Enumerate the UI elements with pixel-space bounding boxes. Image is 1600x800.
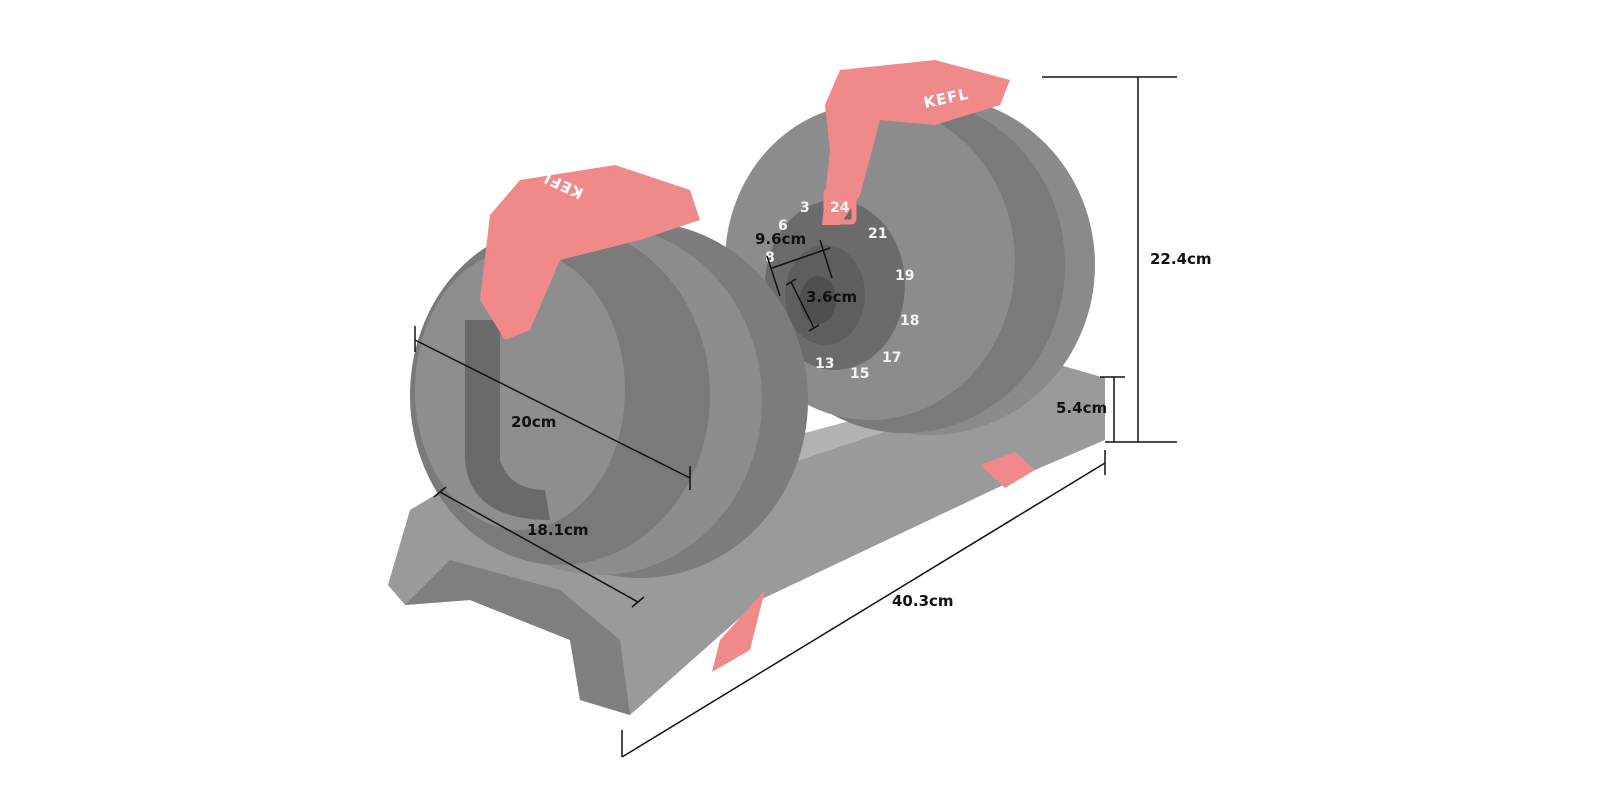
base-accent-front xyxy=(712,590,765,672)
base-width-dimension-line xyxy=(439,491,639,603)
base-accent-rear xyxy=(980,452,1035,488)
length-label: 40.3cm xyxy=(892,592,954,610)
length-dimension-line xyxy=(621,462,1106,758)
handle-end xyxy=(800,276,836,324)
dial-number: 3 xyxy=(800,200,810,216)
dimension-lines xyxy=(414,76,1177,758)
dial-number: 6 xyxy=(778,218,788,234)
front-handle-clip xyxy=(480,165,700,340)
base-height-label: 5.4cm xyxy=(1056,399,1108,417)
dial-number: 18 xyxy=(900,313,919,329)
base-width-label: 18.1cm xyxy=(527,521,589,539)
height-total-label: 22.4cm xyxy=(1150,250,1212,268)
handle-diameter-label: 3.6cm xyxy=(806,288,858,306)
handle-slot xyxy=(465,320,550,520)
dial-number: 15 xyxy=(850,366,869,382)
dial-number: 17 xyxy=(882,350,901,366)
dial-number: 19 xyxy=(895,268,914,284)
weight-selector-window xyxy=(823,187,857,225)
dial-selected-number: 24 xyxy=(830,200,850,216)
dial-number: 13 xyxy=(815,356,834,372)
dial-number: 21 xyxy=(868,226,887,242)
dial-number: 8 xyxy=(765,250,775,266)
handle-diameter-dimension-line xyxy=(790,281,815,329)
dial-diameter-dimension-line xyxy=(771,247,831,269)
plate-diameter-dimension-line xyxy=(414,339,691,479)
dial-diameter-label: 9.6cm xyxy=(755,230,807,248)
rear-handle-clip xyxy=(822,60,1010,225)
front-weight-stack: KEFL xyxy=(410,165,808,578)
rear-weight-stack: 24 KEFL 3 6 8 21 19 18 17 15 13 xyxy=(725,60,1095,435)
plate-diameter-label: 20cm xyxy=(511,413,557,431)
